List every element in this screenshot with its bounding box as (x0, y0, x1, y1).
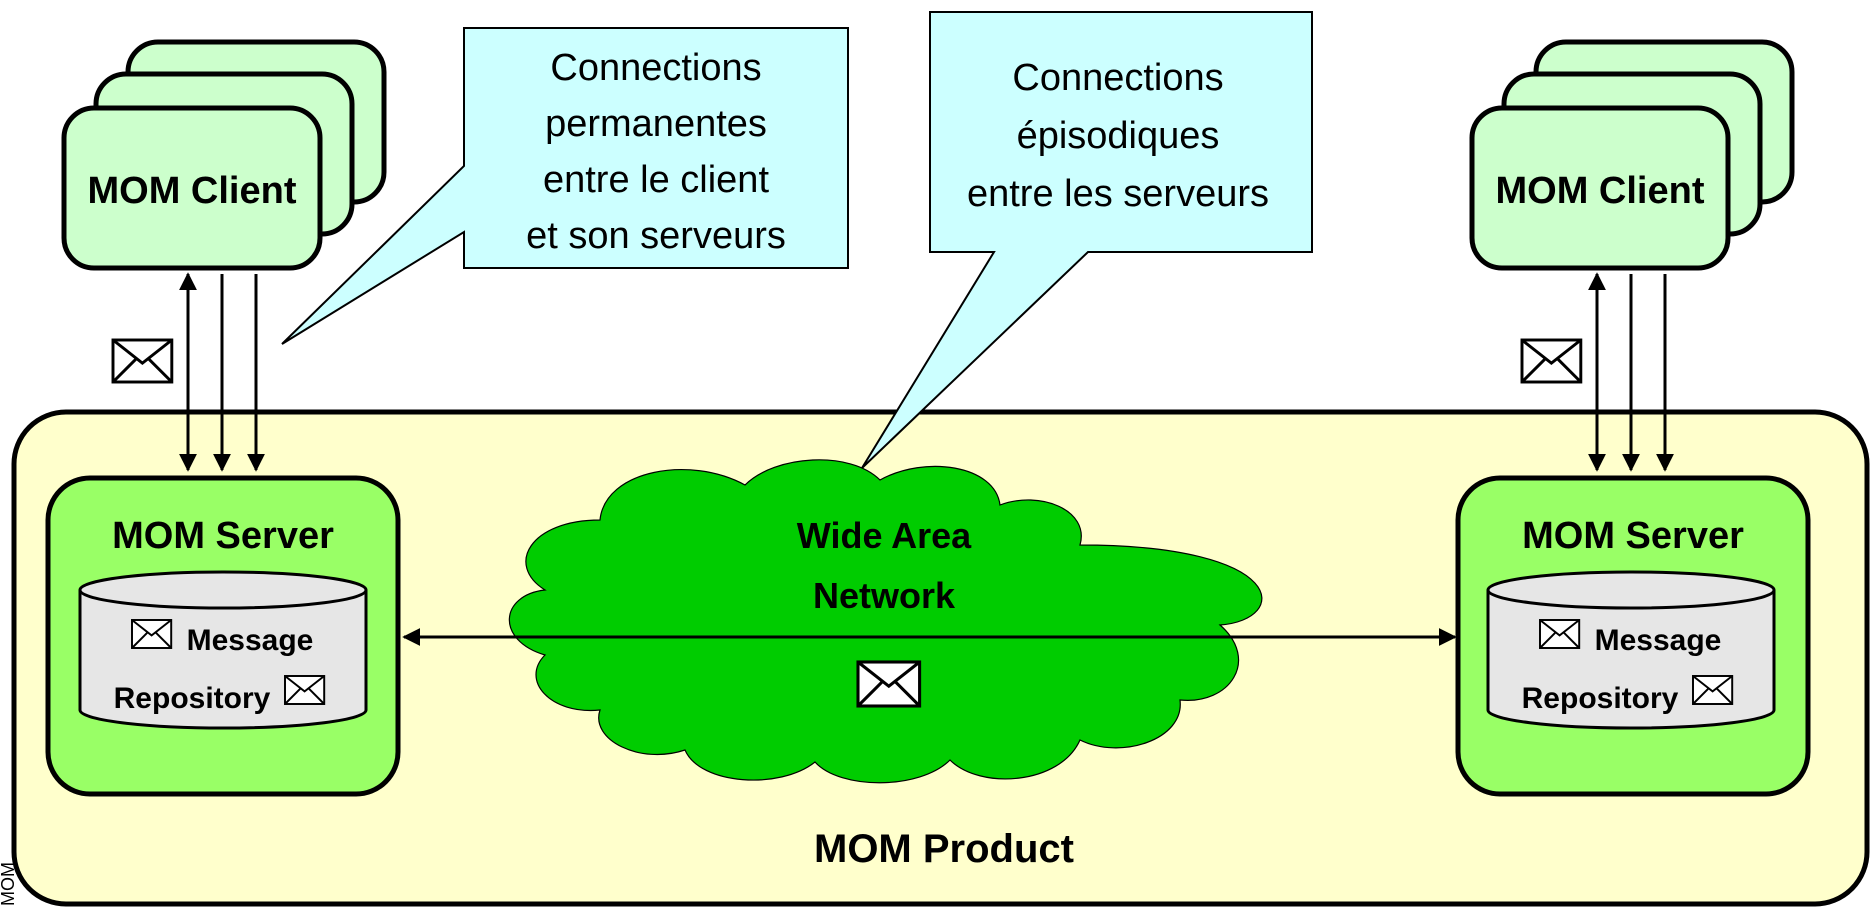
network-label-line1: Wide Area (797, 515, 972, 556)
callout-permanent-line3: entre le client (543, 159, 769, 201)
left-mom-client-stack (61, 39, 387, 271)
callout-permanent-line1: Connections (550, 47, 761, 89)
callout-episodic-connections (861, 11, 1313, 469)
left-server-label: MOM Server (112, 515, 334, 557)
right-mom-client-stack (1469, 39, 1795, 271)
right-server-label: MOM Server (1522, 515, 1744, 557)
envelope-icon (1539, 619, 1581, 649)
side-note: MOM (0, 862, 18, 906)
left-repository-line1: Message (187, 624, 314, 657)
callout-episodic-line1: Connections (1012, 57, 1223, 99)
envelope-icon (284, 675, 326, 705)
callout-episodic-line2: épisodiques (1017, 115, 1220, 157)
envelope-icon (1692, 675, 1734, 705)
right-repository-line2: Repository (1522, 682, 1679, 715)
envelope-icon (111, 338, 174, 384)
right-client-label: MOM Client (1496, 170, 1705, 212)
right-client-server-arrows (1588, 272, 1674, 472)
mom-product-label: MOM Product (814, 827, 1074, 871)
envelope-icon (856, 660, 922, 708)
left-client-server-arrows (179, 272, 265, 472)
envelope-icon (1520, 338, 1583, 384)
callout-permanent-connections (281, 27, 849, 345)
callout-permanent-line4: et son serveurs (526, 215, 786, 257)
envelope-icon (131, 619, 173, 649)
left-repository-line2: Repository (114, 682, 271, 715)
wide-area-network-cloud (508, 459, 1263, 784)
callout-episodic-line3: entre les serveurs (967, 173, 1269, 215)
network-label-line2: Network (813, 575, 956, 616)
right-repository-line1: Message (1595, 624, 1722, 657)
callout-permanent-line2: permanentes (545, 103, 767, 145)
left-client-label: MOM Client (88, 170, 297, 212)
